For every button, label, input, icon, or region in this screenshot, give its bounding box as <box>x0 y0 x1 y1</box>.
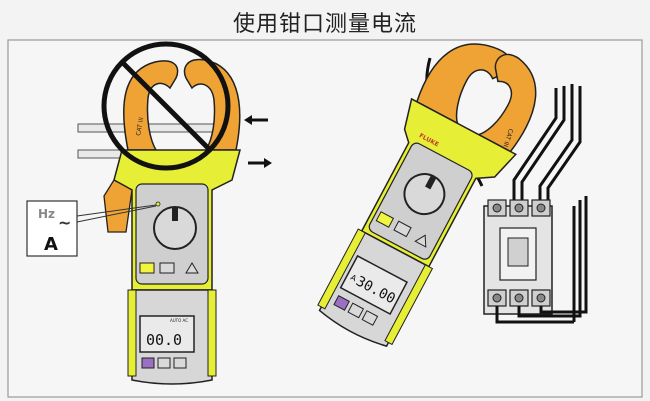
left-up-button <box>185 262 199 274</box>
circuit-breaker <box>483 84 588 324</box>
left-display-reading: 00.0 <box>146 331 182 349</box>
callout-wave: ~ <box>58 213 71 232</box>
page-title: 使用钳口测量电流 <box>232 12 417 37</box>
right-display <box>339 254 409 316</box>
left-jaw <box>122 60 179 151</box>
right-yellow-button <box>375 211 395 228</box>
left-scene: CAT III AUTO AC 00.0 <box>26 41 272 385</box>
left-display <box>139 315 195 353</box>
left-purple-button <box>141 357 155 369</box>
callout-unit: A <box>44 234 58 255</box>
prohibited-sign <box>101 41 231 171</box>
right-display-unit: A <box>349 273 359 284</box>
function-callout: Hz ~ A <box>26 200 157 257</box>
current-arrow-left <box>244 115 268 125</box>
left-gray-button <box>159 262 175 274</box>
left-trigger <box>103 179 133 233</box>
right-purple-button <box>333 295 350 311</box>
current-arrow-right <box>248 158 272 168</box>
left-jaw-label: CAT III <box>135 116 145 136</box>
right-scene: CAT III FLUKE A 30.00 <box>317 43 588 348</box>
right-clamp-meter: CAT III FLUKE A 30.00 <box>317 43 537 348</box>
left-display-mode: AUTO AC <box>170 318 188 323</box>
left-yellow-button <box>139 262 155 274</box>
callout-hz: Hz <box>38 207 55 221</box>
